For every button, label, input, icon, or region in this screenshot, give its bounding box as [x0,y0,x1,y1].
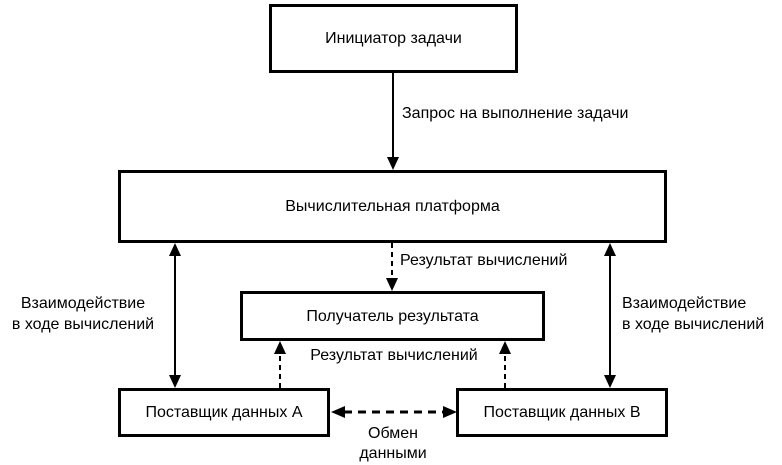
node-provider-a-label: Поставщик данных A [145,404,303,421]
interaction-left-label-line2: в ходе вычислений [11,316,155,333]
result-from-a-arrow [274,341,286,388]
interaction-right-label-line1: Взаимодействие [622,295,747,312]
node-platform-label: Вычислительная платформа [285,198,500,215]
request-label: Запрос на выполнение задачи [402,105,629,122]
node-receiver-label: Получатель результата [306,307,479,325]
node-provider-a: Поставщик данных A [118,388,330,437]
interaction-left-arrow [169,243,181,388]
node-receiver: Получатель результата [240,291,545,341]
result-from-b-arrow [499,341,511,388]
node-initiator-label: Инициатор задачи [325,30,462,47]
result-top-arrow [386,243,398,291]
interaction-right-label-line2: в ходе вычислений [622,316,765,333]
node-initiator: Инициатор задачи [269,4,518,73]
result-bottom-label: Результат вычислений [310,347,478,364]
node-provider-b-label: Поставщик данных B [483,404,641,421]
exchange-arrow [331,406,457,418]
interaction-left-label: Взаимодействие в ходе вычислений [0,293,166,335]
node-provider-b: Поставщик данных B [456,388,668,437]
result-top-label: Результат вычислений [400,252,568,269]
exchange-label-line1: Обмен [368,425,418,442]
exchange-label-line2: данными [359,445,427,462]
node-platform: Вычислительная платформа [118,170,667,243]
request-arrow [387,73,399,170]
interaction-right-label: Взаимодействие в ходе вычислений [622,293,764,335]
interaction-left-label-line1: Взаимодействие [20,295,146,312]
exchange-label: Обмен данными [359,424,426,464]
interaction-right-arrow [604,243,616,388]
